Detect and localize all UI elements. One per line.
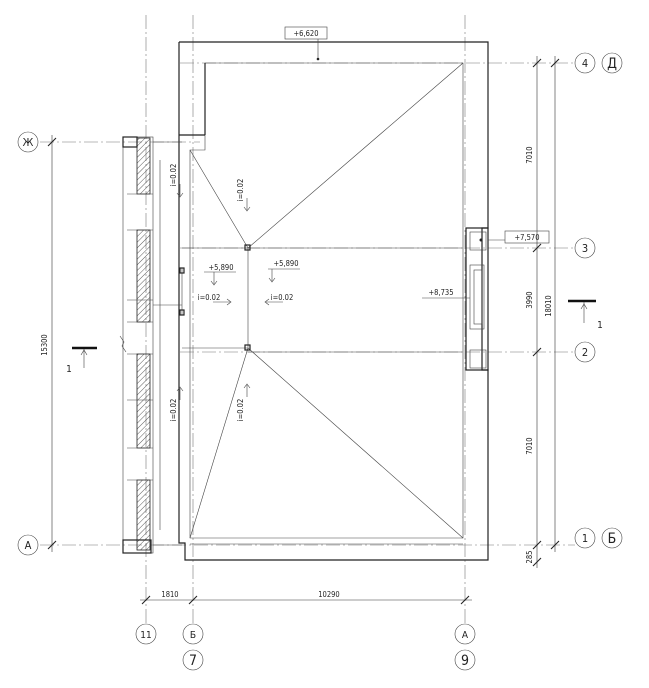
axis-label-a-bottom: А — [462, 630, 469, 641]
axis-label-9: 9 — [461, 653, 469, 669]
axis-label-7: 7 — [189, 653, 197, 669]
axis-bubble-11 — [135, 623, 157, 645]
dim-bottom-right: 10290 — [318, 590, 339, 599]
dim-right-lower: 7010 — [525, 437, 534, 454]
axis-label-zh: Ж — [23, 136, 34, 149]
axis-bubble-a — [17, 534, 39, 556]
axis-bubble-3 — [574, 237, 596, 259]
axis-bubble-a-bottom — [454, 623, 476, 645]
section-label-right: 1 — [597, 320, 603, 331]
slope-left-lower: i=0.02 — [169, 399, 178, 422]
slope-left-upper: i=0.02 — [169, 164, 178, 187]
dim-right-upper: 7010 — [525, 146, 534, 163]
level-ridge-left: +5,890 — [209, 263, 234, 272]
slope-top: i=0.02 — [236, 179, 245, 202]
axis-bubble-4 — [574, 52, 596, 74]
axis-label-2: 2 — [582, 346, 588, 359]
axis-label-3: 3 — [582, 242, 588, 255]
axis-label-b-bottom: Б — [190, 630, 196, 641]
axis-label-d: Д — [607, 56, 617, 72]
left-wall — [122, 136, 182, 554]
section-label-left: 1 — [66, 364, 72, 375]
grid-axes — [40, 15, 575, 625]
axis-label-b: Б — [608, 531, 617, 547]
stair-structure — [465, 227, 489, 371]
dim-left-total: 15300 — [40, 334, 49, 355]
axis-bubble-7 — [182, 649, 204, 671]
slope-mid-right: i=0.02 — [271, 293, 294, 302]
axis-bubble-b — [601, 527, 623, 549]
axis-label-4: 4 — [582, 57, 588, 70]
dimension-lines — [47, 56, 560, 605]
dim-right-bottom: 285 — [525, 551, 534, 564]
level-marks — [204, 26, 550, 299]
drain-node-top — [244, 244, 251, 251]
axis-label-11: 11 — [140, 630, 151, 641]
level-stair-top: +7,570 — [515, 233, 540, 242]
axis-bubbles — [17, 52, 623, 671]
dim-bottom-left: 1810 — [161, 590, 178, 599]
axis-label-1: 1 — [582, 532, 588, 545]
axis-bubble-1 — [574, 527, 596, 549]
slope-arrows — [176, 184, 283, 400]
axis-bubble-9 — [454, 649, 476, 671]
axis-label-a: А — [25, 539, 32, 552]
dim-right-mid: 3990 — [525, 291, 534, 308]
slope-lines — [179, 62, 464, 545]
slope-bottom: i=0.02 — [236, 399, 245, 422]
axis-bubble-zh — [17, 131, 39, 153]
axis-bubble-b-bottom — [182, 623, 204, 645]
roof-outline — [178, 41, 489, 561]
axis-bubble-2 — [574, 341, 596, 363]
drawing-labels: +6,620 +7,570 +8,735 +5,890 +5,890 i=0.0… — [23, 29, 617, 669]
drain-node-bottom — [244, 344, 251, 351]
level-upper: +8,735 — [429, 288, 454, 297]
section-markers — [72, 299, 596, 368]
level-ridge-right: +5,890 — [274, 259, 299, 268]
level-roof-top: +6,620 — [294, 29, 319, 38]
dim-right-total: 18010 — [544, 295, 553, 316]
slope-mid-left: i=0.02 — [198, 293, 221, 302]
axis-bubble-d — [601, 52, 623, 74]
